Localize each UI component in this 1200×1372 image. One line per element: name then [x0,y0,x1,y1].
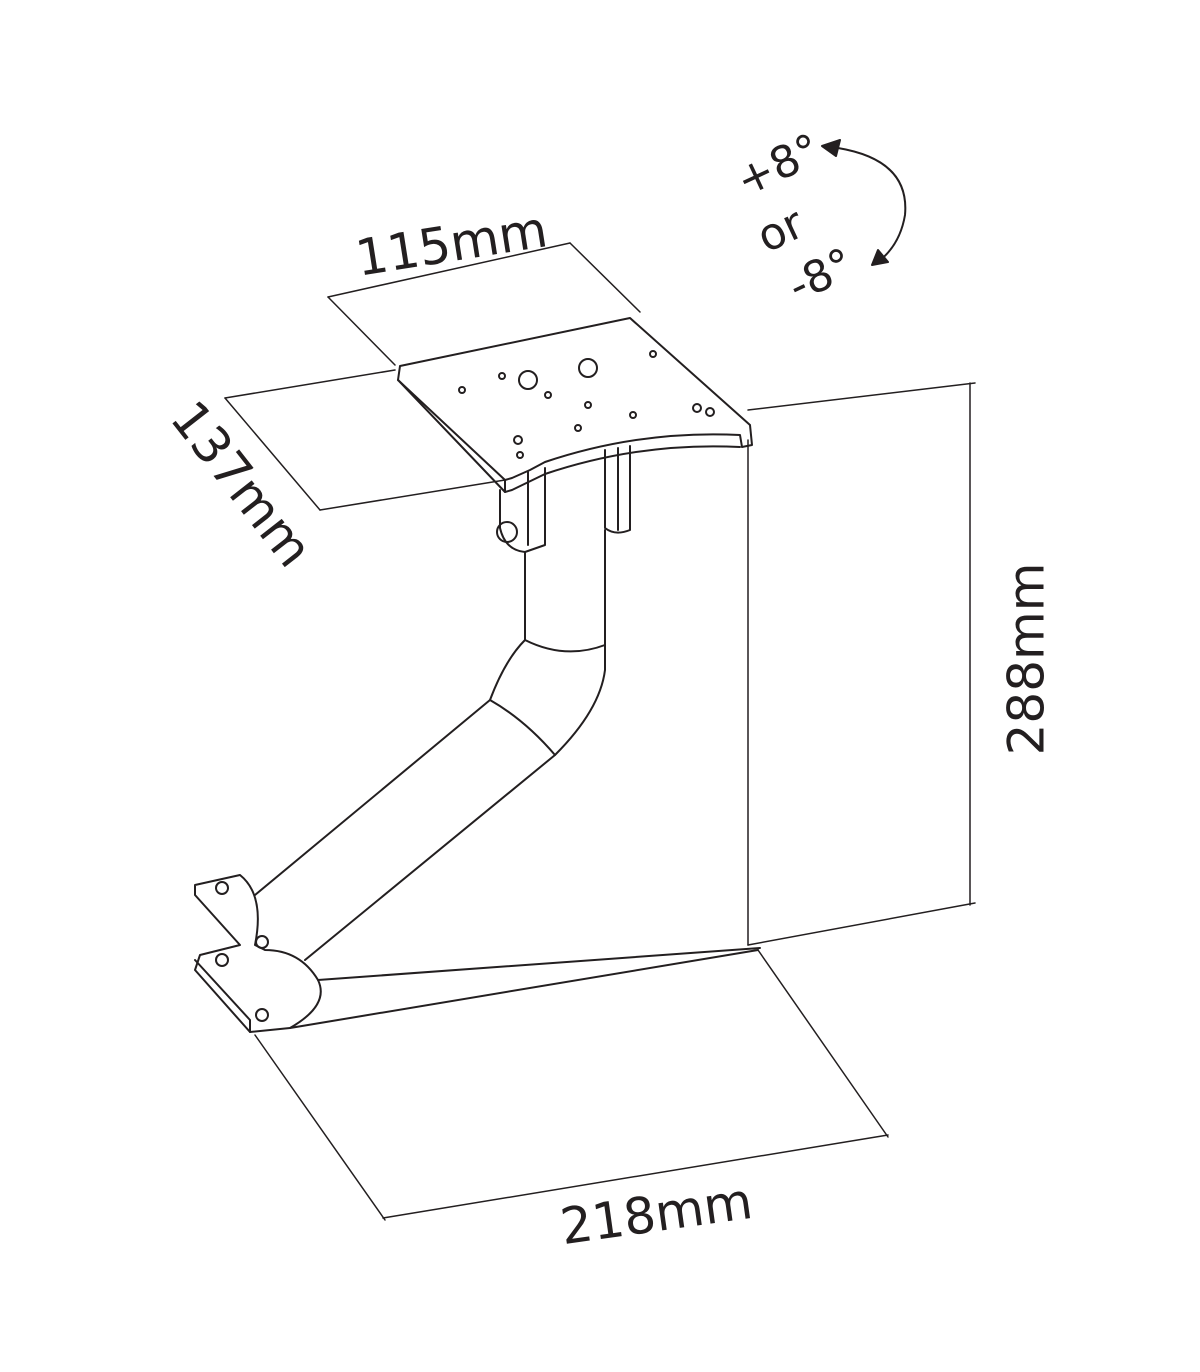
tilt-hinge [496,445,631,553]
dimension-lines [224,242,976,1221]
height-label: 288mm [997,562,1056,756]
tilt-arrow-icon [821,139,907,266]
top-plate [397,317,753,493]
wall-clamp [194,874,761,1033]
arm [254,529,606,961]
